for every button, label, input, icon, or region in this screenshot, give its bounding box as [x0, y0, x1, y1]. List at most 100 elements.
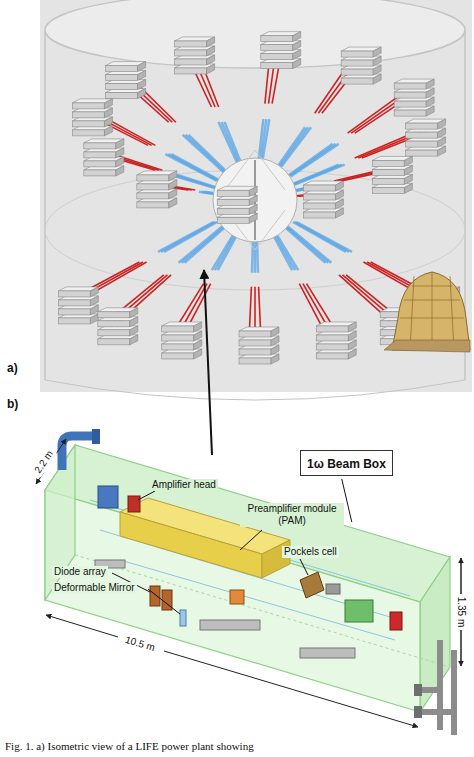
red-beam [80, 262, 146, 300]
dome [384, 272, 470, 352]
stack-slab-front [239, 349, 271, 355]
target-chamber [213, 158, 297, 242]
dimension-label: 1.35 m [455, 595, 467, 630]
stack-slab-front [372, 169, 404, 175]
stack-slab-front [72, 130, 104, 136]
stack-slab-front [137, 193, 169, 199]
callout-arrow [204, 270, 212, 455]
stack-slab-front [162, 335, 194, 341]
stack-slab-side [249, 195, 257, 205]
stack-slab-side [438, 119, 446, 129]
beam-box-stack [303, 181, 343, 218]
stack-slab-side [138, 71, 146, 81]
stack-slab-side [169, 180, 177, 190]
stack-slab-side [426, 79, 434, 89]
stack-slab-side [207, 64, 215, 74]
power-plant-view [40, 0, 472, 400]
stack-slab-front [217, 217, 249, 223]
stack-slab-front [261, 63, 293, 69]
optic-mount [326, 584, 340, 594]
pipe-flange [92, 429, 100, 444]
stack-slab-side [169, 189, 177, 199]
blue-beam [277, 127, 308, 169]
blue-beam [224, 122, 242, 167]
stack-slab-front [261, 45, 293, 51]
stack-slab-front [72, 112, 104, 118]
stack-slab-side [194, 331, 202, 341]
stack-slab-front [394, 110, 426, 116]
stack-slab-side [130, 308, 138, 318]
stack-slab-side [335, 199, 343, 209]
leader-line [138, 491, 155, 500]
amplifier-head [128, 496, 140, 512]
beam-box-stack [316, 322, 356, 359]
stack-slab-front [98, 321, 130, 327]
stack-slab-side [90, 287, 98, 297]
stack-slab-front [261, 36, 293, 42]
stack-slab-front [58, 309, 90, 315]
stack-slab-front [217, 190, 249, 196]
stack-slab-front [84, 161, 116, 167]
stack-slab-side [438, 146, 446, 156]
stack-slab-front [406, 123, 438, 129]
stack-slab-side [335, 190, 343, 200]
stack-slab-front [217, 199, 249, 205]
stack-slab-side [348, 331, 356, 341]
stack-slab-front [316, 353, 348, 359]
blue-beam [288, 227, 332, 263]
diode-array [150, 586, 160, 606]
box-front [45, 490, 420, 712]
stack-slab-front [217, 208, 249, 214]
optic-block [230, 590, 244, 604]
stack-slab-front [58, 300, 90, 306]
stack-slab-front [341, 51, 373, 57]
dimension-arrow [164, 651, 418, 727]
leader-line [148, 589, 180, 614]
beam-source [98, 486, 118, 508]
stack-slab-front [406, 141, 438, 147]
stack-slab-side [194, 349, 202, 359]
stack-slab-front [106, 75, 138, 81]
stack-slab-side [404, 165, 412, 175]
beam-box-stack [261, 32, 301, 69]
blue-beam [286, 227, 328, 263]
stack-slab-side [249, 213, 257, 223]
stack-slab-side [169, 171, 177, 181]
stack-slab-front [175, 68, 207, 74]
stack-slab-front [137, 202, 169, 208]
stack-slab-front [84, 143, 116, 149]
stack-slab-side [90, 305, 98, 315]
stack-slab-front [162, 353, 194, 359]
stack-slab-front [394, 83, 426, 89]
stack-slab-front [175, 50, 207, 56]
stack-slab-front [316, 344, 348, 350]
stack-slab-front [106, 93, 138, 99]
stack-slab-front [137, 175, 169, 181]
stack-slab-side [138, 80, 146, 90]
figure-caption: Fig. 1. a) Isometric view of a LIFE powe… [5, 740, 254, 752]
stack-slab-front [316, 335, 348, 341]
stack-slab-side [104, 99, 112, 109]
stack-slab-side [138, 62, 146, 72]
blue-beam [297, 222, 352, 252]
stack-slab-front [84, 170, 116, 176]
beam-box-stack [217, 186, 257, 223]
part-label: Deformable Mirror [52, 582, 137, 594]
coolant-pipe [62, 436, 96, 470]
stack-slab-front [58, 291, 90, 297]
beam-box-stack [372, 156, 412, 193]
deformable-mirror [180, 610, 186, 626]
beam-line [90, 500, 410, 640]
stack-slab-side [373, 65, 381, 75]
stack-slab-front [106, 66, 138, 72]
stack-slab-side [169, 198, 177, 208]
beam-box-stack [394, 79, 434, 116]
stack-slab-side [373, 47, 381, 57]
stack-slab-front [72, 103, 104, 109]
stack-slab-side [194, 322, 202, 332]
stack-slab-front [239, 358, 271, 364]
stack-slab-side [207, 55, 215, 65]
stack-slab-front [303, 194, 335, 200]
leader-line [300, 559, 308, 575]
